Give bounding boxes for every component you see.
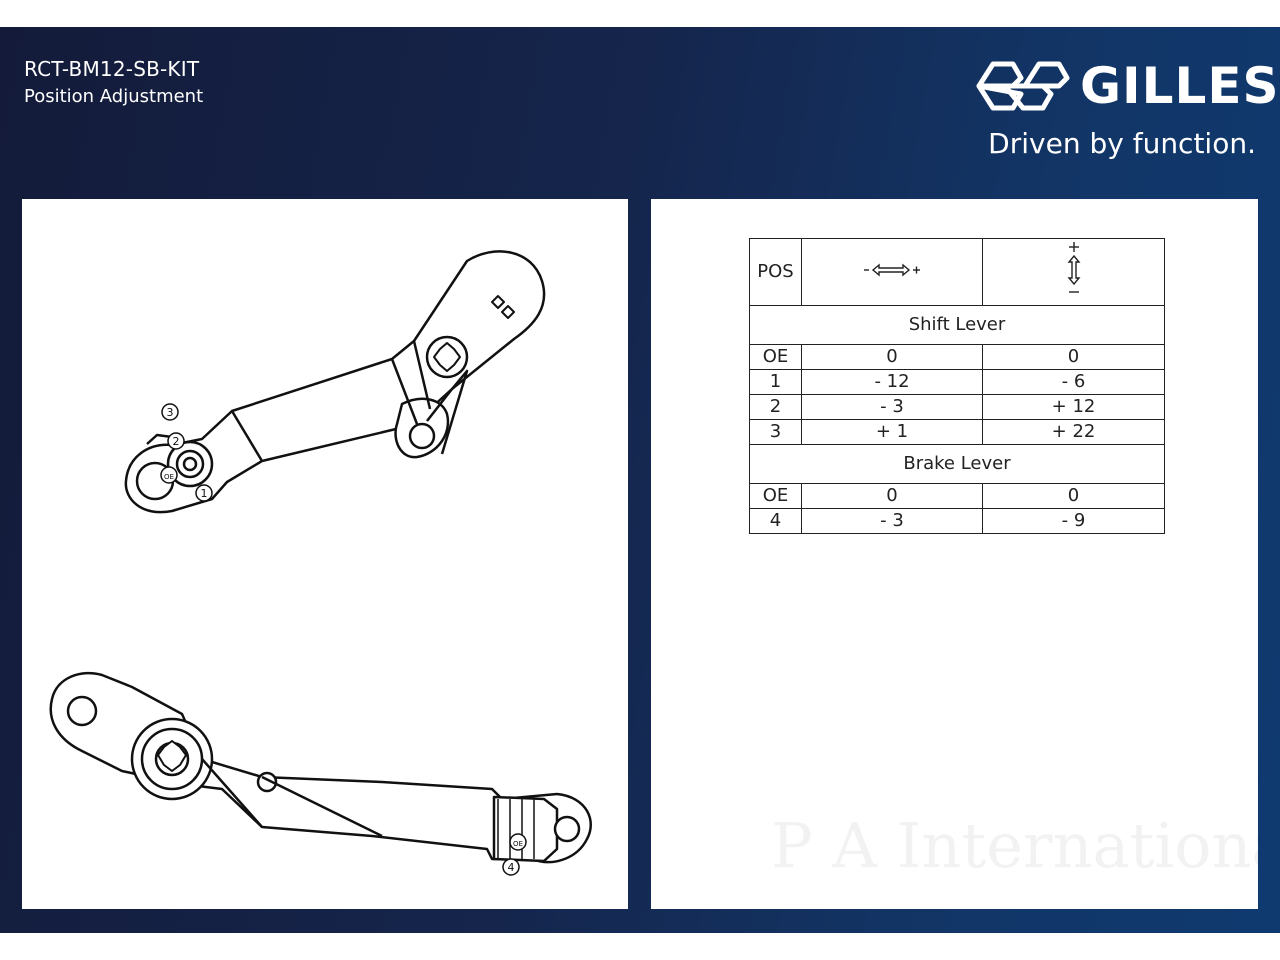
table-panel: POS bbox=[651, 199, 1258, 909]
brand-name: GILLES bbox=[1080, 57, 1280, 115]
horizontal-value: - 3 bbox=[801, 508, 983, 534]
pos-cell: 3 bbox=[749, 419, 802, 445]
pos-cell: 2 bbox=[749, 394, 802, 420]
horizontal-value: - 12 bbox=[801, 369, 983, 395]
brand-tagline: Driven by function. bbox=[988, 127, 1256, 160]
vertical-value: 0 bbox=[982, 344, 1165, 370]
watermark: P A International bbox=[771, 809, 1258, 882]
gilles-logo-icon bbox=[976, 61, 1070, 111]
pos-cell: 4 bbox=[749, 508, 802, 534]
document-title: RCT-BM12-SB-KIT bbox=[24, 57, 200, 81]
horizontal-value: 0 bbox=[801, 344, 983, 370]
position-adjustment-table: POS bbox=[749, 238, 1165, 534]
horizontal-value: - 3 bbox=[801, 394, 983, 420]
section-title-shift: Shift Lever bbox=[749, 305, 1165, 345]
slide-background: RCT-BM12-SB-KIT Position Adjustment GILL… bbox=[0, 27, 1280, 933]
vertical-value: 0 bbox=[982, 483, 1165, 509]
table-row: 1 - 12 - 6 bbox=[749, 369, 1165, 395]
callout-1: 1 bbox=[201, 487, 208, 500]
drawing-panel: 3 2 OE 1 OE 4 bbox=[22, 199, 628, 909]
pos-cell: OE bbox=[749, 344, 802, 370]
table-row: 2 - 3 + 12 bbox=[749, 394, 1165, 420]
vertical-adjust-header bbox=[982, 238, 1165, 306]
vertical-value: - 6 bbox=[982, 369, 1165, 395]
callout-3: 3 bbox=[167, 406, 174, 419]
vertical-value: + 22 bbox=[982, 419, 1165, 445]
pos-cell: 1 bbox=[749, 369, 802, 395]
vertical-adjust-arrows-icon bbox=[1067, 241, 1080, 293]
section-row-shift: Shift Lever bbox=[749, 305, 1165, 345]
section-row-brake: Brake Lever bbox=[749, 444, 1165, 484]
table-row: 4 - 3 - 9 bbox=[749, 508, 1165, 534]
callout-2: 2 bbox=[173, 435, 180, 448]
callout-oe-shift: OE bbox=[164, 473, 174, 481]
pos-header: POS bbox=[749, 238, 802, 306]
callout-4: 4 bbox=[508, 861, 515, 874]
table-row: 3 + 1 + 22 bbox=[749, 419, 1165, 445]
horizontal-value: 0 bbox=[801, 483, 983, 509]
section-title-brake: Brake Lever bbox=[749, 444, 1165, 484]
table-row: OE 0 0 bbox=[749, 483, 1165, 509]
document-subtitle: Position Adjustment bbox=[24, 86, 204, 107]
table-row: OE 0 0 bbox=[749, 344, 1165, 370]
shift-lever-illustration bbox=[124, 250, 546, 514]
table-header-row: POS bbox=[749, 238, 1165, 306]
pos-cell: OE bbox=[749, 483, 802, 509]
horizontal-value: + 1 bbox=[801, 419, 983, 445]
brake-lever-illustration bbox=[49, 671, 592, 864]
vertical-value: + 12 bbox=[982, 394, 1165, 420]
horizontal-adjust-header bbox=[801, 238, 983, 306]
callout-oe-brake: OE bbox=[513, 840, 523, 848]
vertical-value: - 9 bbox=[982, 508, 1165, 534]
lever-drawing: 3 2 OE 1 OE 4 bbox=[49, 250, 592, 876]
horizontal-adjust-arrows-icon bbox=[864, 263, 920, 277]
